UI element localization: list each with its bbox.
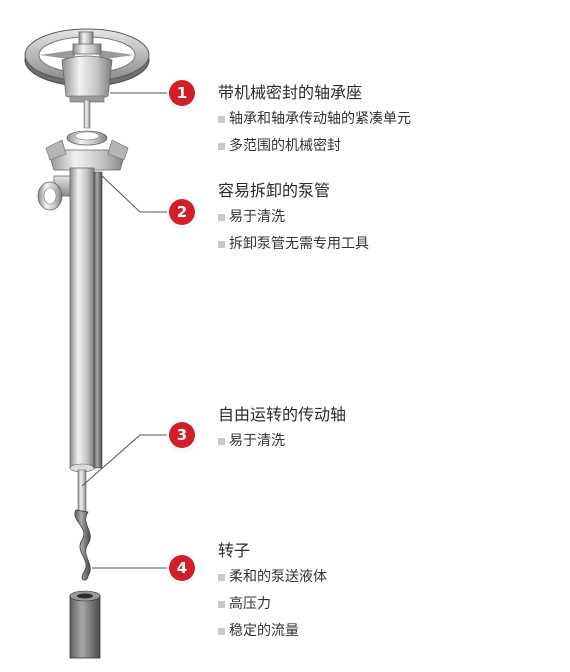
bullet-square-icon <box>218 115 225 123</box>
callout-badge-2: 2 <box>169 199 195 225</box>
bullet-item: 高压力 <box>218 595 558 613</box>
bullet-text: 柔和的泵送液体 <box>229 569 327 585</box>
bullet-text: 多范围的机械密封 <box>229 138 341 154</box>
callout-badge-3: 3 <box>169 422 195 448</box>
bullet-text: 拆卸泵管无需专用工具 <box>229 236 369 252</box>
leader-line-3 <box>81 434 172 487</box>
drive-shaft-icon <box>77 469 87 513</box>
bullet-item: 多范围的机械密封 <box>218 137 558 155</box>
bullet-square-icon <box>218 437 225 445</box>
callout-title: 容易拆卸的泵管 <box>218 181 331 200</box>
callout-badge-1: 1 <box>169 80 195 106</box>
bullet-item: 易于清洗 <box>218 208 558 226</box>
bullet-text: 稳定的流量 <box>229 623 299 639</box>
callout-title: 带机械密封的轴承座 <box>218 83 363 102</box>
pump-tube-icon <box>69 167 103 473</box>
callout-4: 转子 柔和的泵送液体 高压力 稳定的流量 <box>218 540 558 649</box>
callout-title: 自由运转的传动轴 <box>218 405 347 424</box>
bullet-square-icon <box>218 240 225 248</box>
callout-3: 自由运转的传动轴 易于清洗 <box>218 404 558 459</box>
callout-title: 转子 <box>218 541 251 560</box>
callout-badge-4: 4 <box>169 555 195 581</box>
bullet-item: 柔和的泵送液体 <box>218 568 558 586</box>
bullet-item: 拆卸泵管无需专用工具 <box>218 235 558 253</box>
leader-lines <box>81 92 172 569</box>
bullet-item: 稳定的流量 <box>218 622 558 640</box>
callout-2: 容易拆卸的泵管 易于清洗 拆卸泵管无需专用工具 <box>218 180 558 262</box>
rotor-icon <box>74 509 91 581</box>
bullet-text: 高压力 <box>229 596 271 612</box>
callout-1: 带机械密封的轴承座 轴承和轴承传动轴的紧凑单元 多范围的机械密封 <box>218 82 558 164</box>
seal-flange-icon <box>45 130 129 171</box>
stator-sleeve-icon <box>69 590 101 659</box>
bullet-square-icon <box>218 213 225 221</box>
bullet-square-icon <box>218 627 225 635</box>
bullet-item: 易于清洗 <box>218 432 558 450</box>
bullet-square-icon <box>218 142 225 150</box>
bullet-item: 轴承和轴承传动轴的紧凑单元 <box>218 110 558 128</box>
bullet-square-icon <box>218 600 225 608</box>
bullet-text: 轴承和轴承传动轴的紧凑单元 <box>229 111 411 127</box>
bullet-square-icon <box>218 573 225 581</box>
bullet-text: 易于清洗 <box>229 433 285 449</box>
bearing-housing-icon <box>61 31 113 129</box>
bullet-text: 易于清洗 <box>229 209 285 225</box>
leader-line-2 <box>99 173 172 213</box>
